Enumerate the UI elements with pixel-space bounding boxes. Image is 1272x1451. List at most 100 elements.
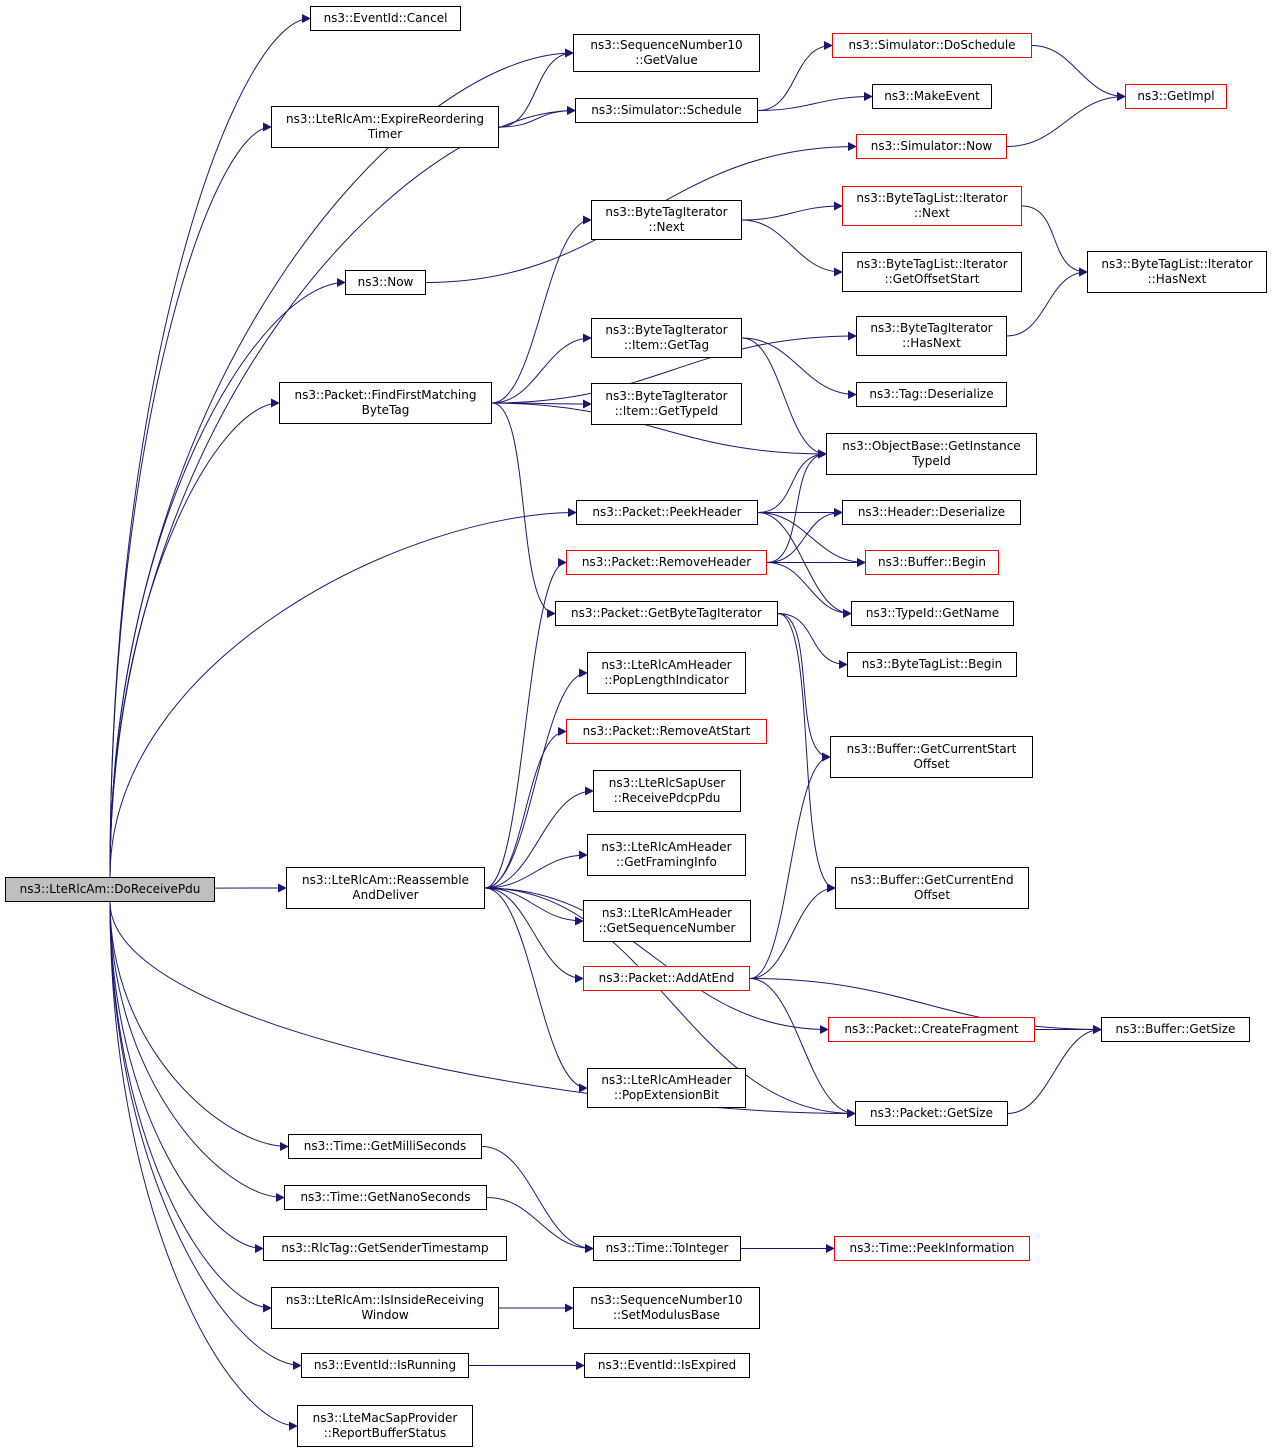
node-bytetaglist-begin[interactable]: ns3::ByteTagList::Begin [847,652,1017,677]
node-simulator-schedule[interactable]: ns3::Simulator::Schedule [575,98,758,123]
edge-packet_removeheader-to-typeid_getname [766,562,852,618]
node-time-tointeger[interactable]: ns3::Time::ToInteger [593,1236,741,1261]
node-time-getmilliseconds[interactable]: ns3::Time::GetMilliSeconds [288,1134,482,1159]
edge-packet_getsize-to-buffer_getsize [1007,1025,1102,1114]
edge-packet_addatend-to-buffer_getcurrentendoffset [749,883,836,979]
node-label-line: ns3::LteRlcAm::IsInsideReceiving [285,1293,485,1307]
node-packet-createfragment[interactable]: ns3::Packet::CreateFragment [828,1017,1035,1042]
node-getimpl[interactable]: ns3::GetImpl [1125,84,1227,109]
node-macsapprovider-reportbufferstatus[interactable]: ns3::LteMacSapProvider::ReportBufferStat… [297,1405,473,1447]
node-packet-getsize[interactable]: ns3::Packet::GetSize [855,1101,1008,1126]
node-bti-next[interactable]: ns3::ByteTagIterator::Next [591,200,742,240]
edge-packet_addatend-to-packet_getsize [749,978,856,1118]
node-tag-deserialize[interactable]: ns3::Tag::Deserialize [856,382,1007,407]
node-label-line: ns3::Buffer::GetCurrentEnd [850,873,1014,887]
edge-do_receive_pdu-to-find_first_matching [109,398,280,878]
node-label-line: ns3::GetImpl [1137,89,1215,103]
edge-reassemble_and_deliver-to-packet_removeheader [484,558,567,889]
node-btl-iterator-hasnext[interactable]: ns3::ByteTagList::Iterator::HasNext [1087,251,1267,293]
edge-do_receive_pdu-to-is_inside_receiving_window [109,901,272,1313]
node-label-line: ::GetSequenceNumber [598,921,736,935]
edge-bti_item_gettag-to-objectbase_getinstancetypeid [741,337,827,459]
node-packet-removeheader[interactable]: ns3::Packet::RemoveHeader [566,550,767,575]
node-packet-addatend[interactable]: ns3::Packet::AddAtEnd [583,966,750,991]
node-label-line: ::SetModulusBase [612,1308,721,1322]
node-rlctag-getsendertimestamp[interactable]: ns3::RlcTag::GetSenderTimestamp [263,1236,507,1261]
node-time-peekinformation[interactable]: ns3::Time::PeekInformation [834,1236,1030,1261]
node-simulator-doschedule[interactable]: ns3::Simulator::DoSchedule [832,33,1032,58]
node-hdr-poplengthindicator[interactable]: ns3::LteRlcAmHeader::PopLengthIndicator [587,652,746,694]
node-makeevent[interactable]: ns3::MakeEvent [872,84,992,109]
node-label-line: ns3::MakeEvent [884,89,980,103]
node-eventid-cancel[interactable]: ns3::EventId::Cancel [310,6,461,31]
node-label-line: ::GetFramingInfo [616,855,717,869]
node-bti-item-gettag[interactable]: ns3::ByteTagIterator::Item::GetTag [591,318,742,358]
node-buffer-begin[interactable]: ns3::Buffer::Begin [865,550,999,575]
edge-find_first_matching-to-bti_hasnext [491,331,857,404]
edge-find_first_matching-to-objectbase_getinstancetypeid [491,402,827,459]
node-label-line: Offset [913,757,950,771]
node-label-line: ns3::ByteTagList::Iterator [856,257,1008,271]
node-hdr-getsequencenumber[interactable]: ns3::LteRlcAmHeader::GetSequenceNumber [583,900,751,942]
node-seqnum-setmodulusbase[interactable]: ns3::SequenceNumber10::SetModulusBase [573,1287,760,1329]
node-packet-peekheader[interactable]: ns3::Packet::PeekHeader [576,500,758,525]
node-simulator-now[interactable]: ns3::Simulator::Now [856,134,1007,159]
node-time-getnanoseconds[interactable]: ns3::Time::GetNanoSeconds [284,1185,487,1210]
edge-reassemble_and_deliver-to-packet_createfragment [484,887,829,1034]
node-bti-item-gettypeid[interactable]: ns3::ByteTagIterator::Item::GetTypeId [591,383,742,425]
node-label-line: ByteTag [361,403,410,417]
edge-bti_next-to-btl_it_getoffsetstart [741,219,843,277]
node-seqnum-getvalue[interactable]: ns3::SequenceNumber10::GetValue [573,34,760,72]
node-label-line: ::ReportBufferStatus [323,1426,447,1440]
node-label-line: ::Next [648,220,685,234]
edge-packet_getbytetagiterator-to-bytetaglist_begin [777,613,848,669]
edge-find_first_matching-to-bti_next [491,215,592,404]
edge-do_receive_pdu-to-time_getmilliseconds [109,901,289,1151]
node-buffer-getsize[interactable]: ns3::Buffer::GetSize [1101,1017,1250,1042]
edge-bti_item_gettag-to-tag_deserialize [741,337,857,399]
node-label-line: ns3::LteRlcAm::ExpireReordering [285,112,485,126]
node-label-line: ns3::Time::GetNanoSeconds [300,1190,471,1204]
node-label-line: ns3::LteRlcAm::Reassemble [301,873,470,887]
node-hdr-popextensionbit[interactable]: ns3::LteRlcAmHeader::PopExtensionBit [587,1068,746,1108]
edge-simulator_schedule-to-simulator_doschedule [757,41,833,111]
node-label-line: ::PopExtensionBit [613,1088,720,1102]
node-label-line: Offset [913,888,951,902]
edge-time_getmilliseconds-to-time_tointeger [481,1146,594,1253]
node-eventid-isrunning[interactable]: ns3::EventId::IsRunning [301,1353,469,1378]
node-label-line: ns3::Packet::GetByteTagIterator [571,606,762,620]
node-packet-getbytetagiterator[interactable]: ns3::Packet::GetByteTagIterator [555,601,778,626]
node-label-line: Window [361,1308,409,1322]
edge-reassemble_and_deliver-to-hdr_poplengthindicator [484,668,588,889]
node-hdr-getframinginfo[interactable]: ns3::LteRlcAmHeader::GetFramingInfo [587,834,746,876]
node-label-line: ::HasNext [1147,272,1207,286]
node-rlcsapuser-receivepdcppdu[interactable]: ns3::LteRlcSapUser::ReceivePdcpPdu [593,770,741,812]
edge-time_getnanoseconds-to-time_tointeger [486,1197,594,1253]
node-label-line: ns3::EventId::IsExpired [597,1358,737,1372]
edge-do_receive_pdu-to-packet_getsize [109,901,856,1118]
node-bti-hasnext[interactable]: ns3::ByteTagIterator::HasNext [856,316,1007,356]
node-now[interactable]: ns3::Now [345,270,426,295]
node-label-line: ::Item::GetTag [623,338,710,352]
node-label-line: ns3::EventId::IsRunning [313,1358,457,1372]
node-label-line: ::ReceivePdcpPdu [613,791,721,805]
node-label-line: ns3::Header::Deserialize [857,505,1006,519]
edge-do_receive_pdu-to-now [109,278,346,878]
node-header-deserialize[interactable]: ns3::Header::Deserialize [842,500,1021,525]
edge-do_receive_pdu-to-seqnum_getvalue [109,48,574,878]
node-typeid-getname[interactable]: ns3::TypeId::GetName [851,601,1014,626]
node-packet-removeatstart[interactable]: ns3::Packet::RemoveAtStart [566,719,767,744]
node-label-line: ns3::Packet::CreateFragment [844,1022,1019,1036]
node-btl-iterator-getoffsetstart[interactable]: ns3::ByteTagList::Iterator::GetOffsetSta… [842,252,1022,292]
node-btl-iterator-next[interactable]: ns3::ByteTagList::Iterator::Next [842,186,1022,226]
node-label-line: ::GetValue [635,53,698,67]
node-eventid-isexpired[interactable]: ns3::EventId::IsExpired [584,1353,750,1378]
